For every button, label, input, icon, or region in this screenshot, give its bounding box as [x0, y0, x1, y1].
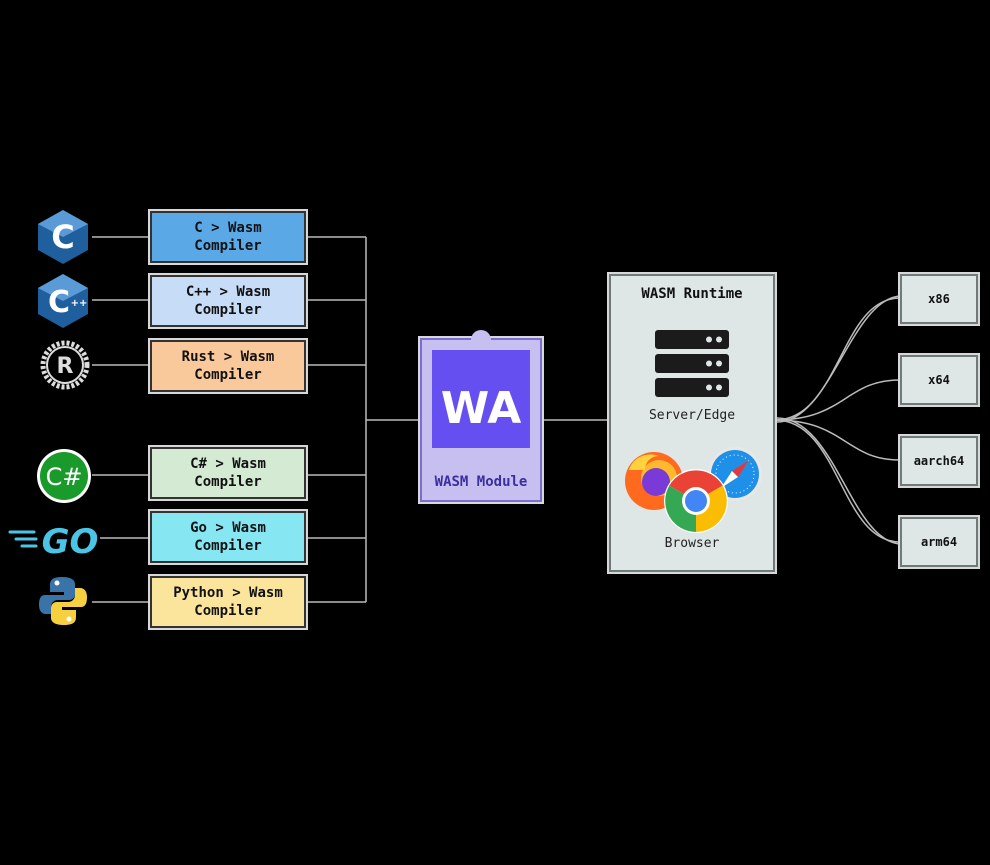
compiler-label-line1: Go > Wasm — [190, 520, 266, 536]
compiler-label-line2: Compiler — [194, 238, 262, 254]
cpp-language-icon: C ++ — [38, 274, 88, 328]
compiler-label-line1: C# > Wasm — [190, 456, 266, 472]
csharp-compiler-box: C# > Wasm Compiler — [148, 445, 308, 501]
svg-text:GO: GO — [42, 522, 99, 560]
compiler-label-line1: C > Wasm — [194, 220, 262, 236]
rust-language-icon: R — [40, 340, 90, 390]
compiler-label-line2: Compiler — [194, 302, 262, 318]
server-edge-label: Server/Edge — [648, 408, 736, 423]
svg-text:R: R — [57, 354, 74, 379]
rust-compiler-box: Rust > Wasm Compiler — [148, 338, 308, 394]
logo-notch — [471, 330, 491, 350]
csharp-language-icon: C# — [37, 449, 91, 503]
python-compiler-box: Python > Wasm Compiler — [148, 574, 308, 630]
svg-text:C#: C# — [46, 463, 83, 491]
compiler-label-line2: Compiler — [194, 603, 262, 619]
python-language-icon — [39, 577, 87, 625]
wasm-module-box: WA WASM Module — [418, 330, 544, 504]
compiler-label-line2: Compiler — [194, 367, 262, 383]
compiler-label-line1: Rust > Wasm — [181, 349, 275, 365]
go-compiler-box: Go > Wasm Compiler — [148, 509, 308, 565]
arch-x86-box: x86 — [898, 272, 980, 326]
compiler-label-line1: C++ > Wasm — [185, 284, 271, 300]
wa-logo-text: WA — [440, 383, 522, 434]
svg-text:C: C — [48, 285, 70, 320]
c-language-icon: C — [38, 210, 88, 264]
arch-aarch64-box: aarch64 — [898, 434, 980, 488]
arch-arm64-box: arm64 — [898, 515, 980, 569]
arch-x64-box: x64 — [898, 353, 980, 407]
svg-text:++: ++ — [71, 298, 88, 309]
webassembly-logo-icon: WA — [432, 350, 530, 448]
compiler-label-line2: Compiler — [194, 538, 262, 554]
wasm-module-label: WASM Module — [434, 474, 528, 490]
wasm-runtime-box: WASM Runtime Server/Edge — [607, 272, 777, 574]
chrome-icon — [664, 469, 728, 533]
server-stack-icon — [655, 330, 729, 397]
compiler-label-line1: Python > Wasm — [173, 585, 283, 601]
compiler-label-line2: Compiler — [194, 474, 262, 490]
browser-label: Browser — [664, 536, 720, 551]
runtime-title: WASM Runtime — [641, 286, 743, 302]
go-language-icon: GO — [8, 522, 99, 560]
cpp-compiler-box: C++ > Wasm Compiler — [148, 273, 308, 329]
c-compiler-box: C > Wasm Compiler — [148, 209, 308, 265]
svg-text:C: C — [51, 218, 74, 256]
